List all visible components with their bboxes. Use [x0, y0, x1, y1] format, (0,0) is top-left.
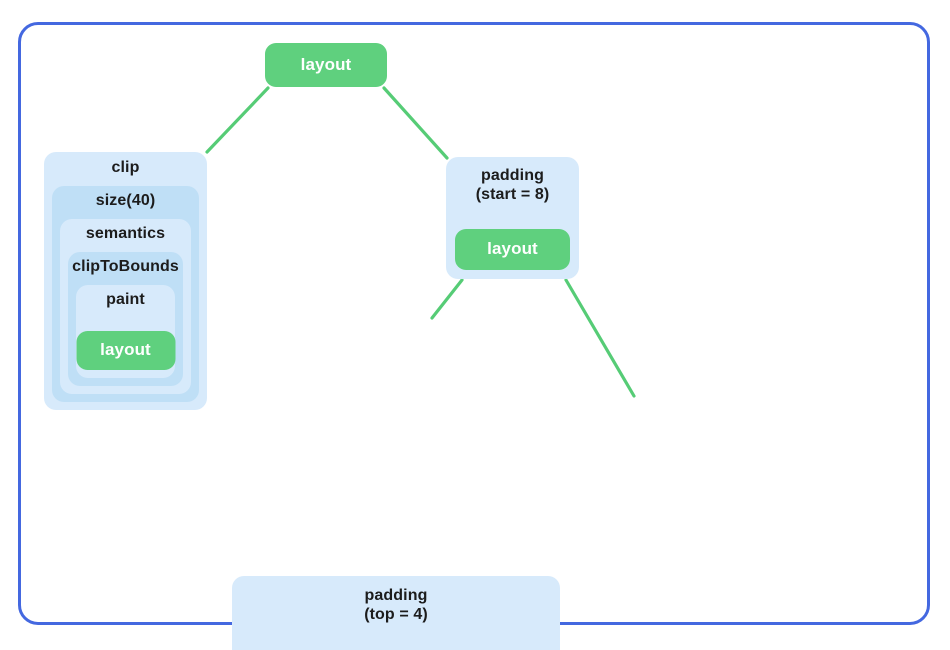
node-label: padding (start = 8) — [475, 167, 550, 203]
node-layout-leaf[interactable]: layout — [455, 229, 570, 270]
node-label: paint — [106, 291, 145, 308]
node-label: padding (top = 4) — [364, 587, 428, 623]
node-label: layout — [487, 239, 538, 259]
node-padding-top[interactable]: padding (top = 4) drawTextAndSelectionBe… — [232, 576, 560, 650]
node-semantics[interactable]: semantics clipToBounds paint layout — [60, 219, 191, 394]
node-clip[interactable]: clip size(40) semantics clipToBounds pai… — [44, 152, 207, 410]
node-label: clip — [111, 159, 140, 176]
node-label: size(40) — [95, 192, 156, 209]
node-padding-start[interactable]: padding (start = 8) layout — [446, 157, 579, 279]
node-label: layout — [300, 54, 352, 74]
node-paint[interactable]: paint layout — [76, 285, 175, 378]
node-cliptobounds[interactable]: clipToBounds paint layout — [68, 252, 183, 386]
node-label: layout — [100, 340, 151, 360]
node-size40[interactable]: size(40) semantics clipToBounds paint la… — [52, 186, 199, 402]
node-label: clipToBounds — [72, 258, 179, 275]
node-layout-leaf[interactable]: layout — [76, 331, 175, 370]
node-label: semantics — [85, 225, 166, 242]
node-root-layout[interactable]: layout — [265, 43, 387, 87]
